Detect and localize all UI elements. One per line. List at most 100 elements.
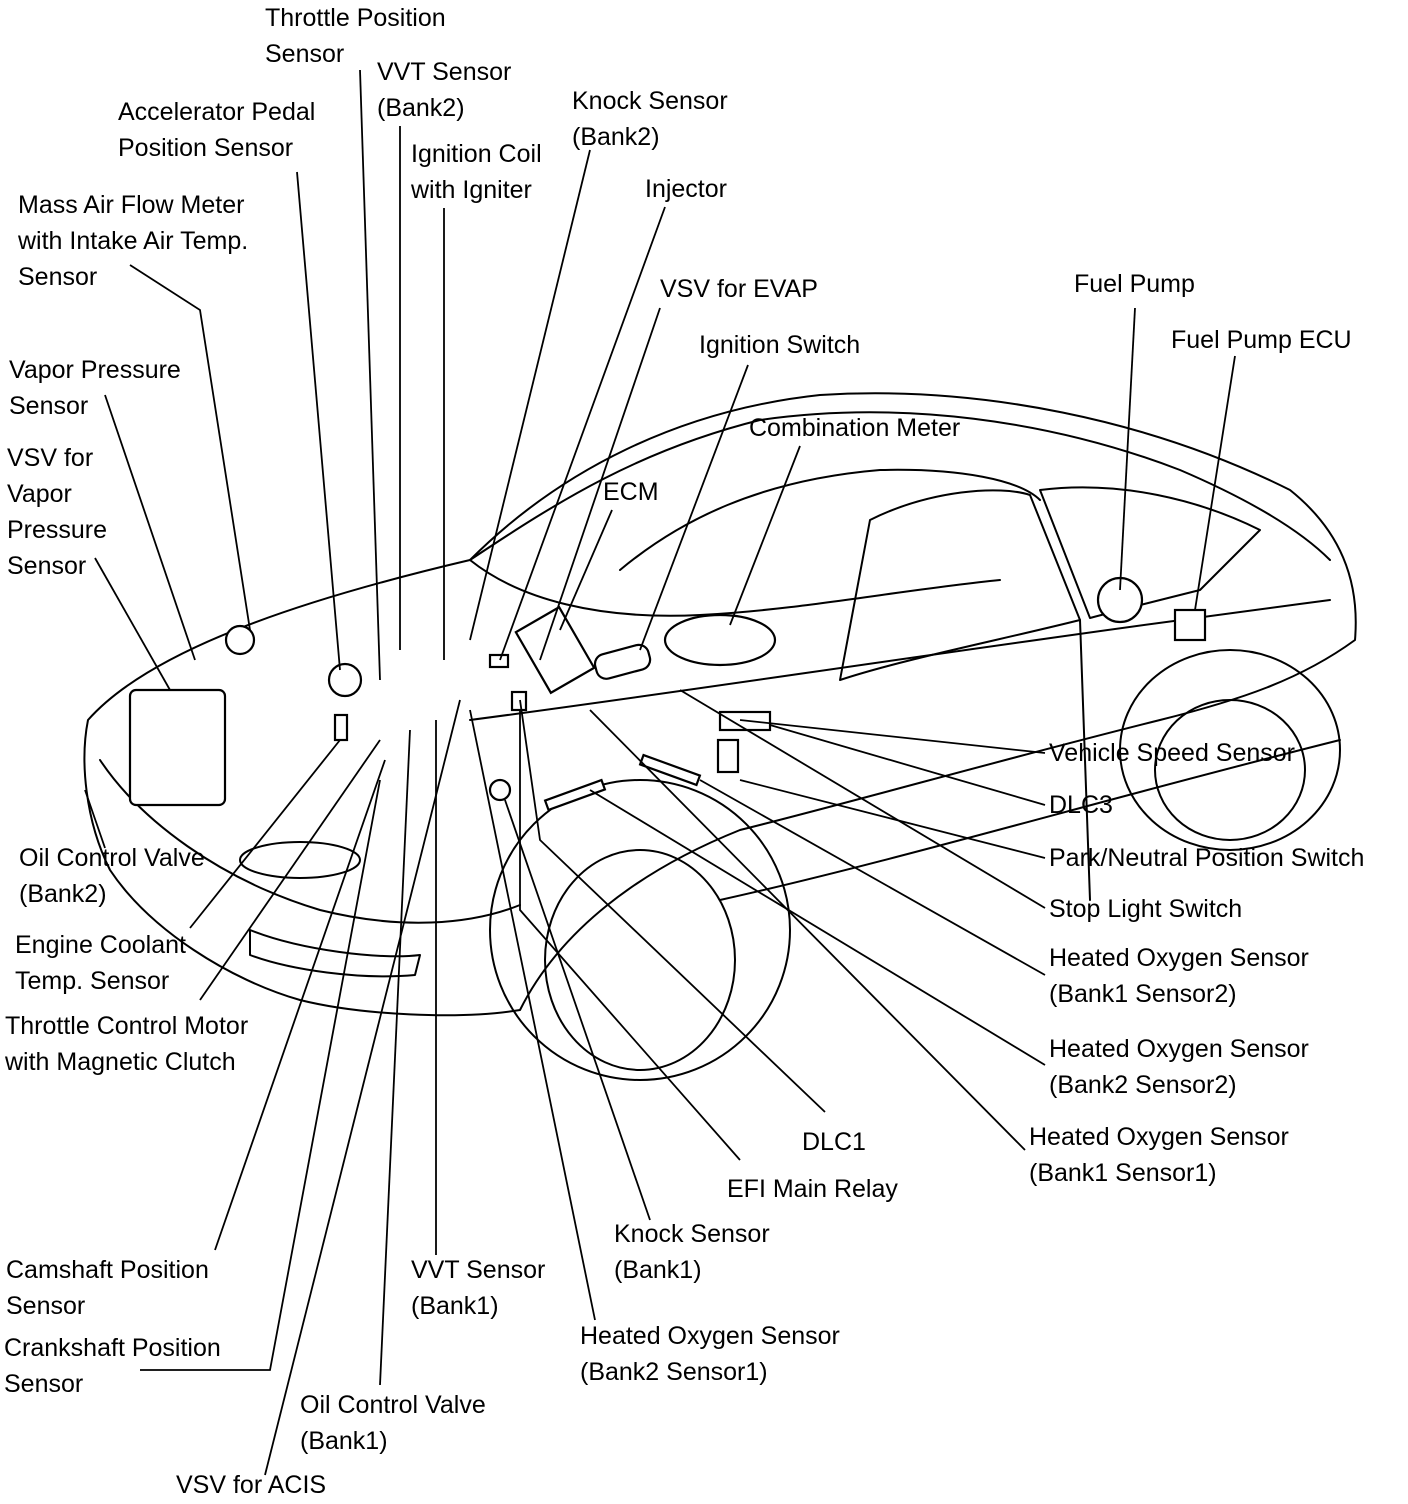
- door-seam: [1079, 619, 1091, 901]
- leader-knock-bank2: [469, 149, 591, 641]
- label-line: VSV for EVAP: [660, 275, 818, 303]
- leader-ignition-switch: [639, 364, 749, 651]
- label-line: Fuel Pump: [1074, 270, 1195, 298]
- door-window: [839, 489, 1081, 681]
- label-line: VSV for: [7, 444, 94, 472]
- leader-throttle-position: [359, 69, 381, 681]
- label-line: (Bank2 Sensor2): [1049, 1071, 1237, 1099]
- leader-ho2-b1s1: [589, 709, 1026, 1151]
- label-combination-meter: Combination Meter: [749, 410, 960, 446]
- label-line: ECM: [603, 478, 659, 506]
- label-ecm: ECM: [603, 474, 659, 510]
- front-bumper: [99, 759, 521, 924]
- label-line: (Bank2): [572, 123, 660, 151]
- label-throttle-control-motor: Throttle Control Motor with Magnetic Clu…: [5, 1008, 248, 1080]
- label-vvt-sensor-bank1: VVT Sensor (Bank1): [411, 1252, 545, 1324]
- label-line: Mass Air Flow Meter: [18, 191, 245, 219]
- leader-ho2-b2s2: [589, 789, 1046, 1066]
- label-line: Oil Control Valve: [300, 1391, 486, 1419]
- label-oil-control-valve-bank2: Oil Control Valve (Bank2): [19, 840, 205, 912]
- leader-fuel-pump-ecu: [1194, 355, 1236, 611]
- label-vvt-sensor-bank2: VVT Sensor (Bank2): [377, 54, 511, 126]
- leader-maf: [129, 264, 251, 631]
- leader-knock-bank1: [504, 799, 651, 1221]
- front-wheel: [544, 849, 736, 1071]
- stop-light-switch-part: [716, 738, 740, 774]
- label-line: Heated Oxygen Sensor: [1049, 1035, 1309, 1063]
- engine-coolant-part: [333, 713, 349, 742]
- vsv-evap-part: [488, 653, 510, 669]
- label-line: Pressure: [7, 516, 108, 544]
- leader-vehicle-speed: [739, 719, 1046, 754]
- leader-vsv-vapor: [94, 557, 171, 691]
- label-line: (Bank2): [19, 880, 107, 908]
- label-mass-air-flow-meter: Mass Air Flow Meter with Intake Air Temp…: [18, 187, 248, 295]
- grille: [249, 929, 421, 978]
- label-dlc3: DLC3: [1049, 787, 1113, 823]
- leader-ecm: [559, 509, 613, 631]
- label-line: Temp. Sensor: [15, 967, 170, 995]
- label-park-neutral-position-switch: Park/Neutral Position Switch: [1049, 840, 1364, 876]
- leader-vsv-acis: [264, 699, 461, 1476]
- hood-line: [469, 559, 1001, 617]
- leader-lines: [84, 69, 1236, 1476]
- front-wheel-arch: [489, 779, 791, 1081]
- leader-combination-meter: [729, 445, 801, 626]
- label-line: VVT Sensor: [411, 1256, 546, 1284]
- label-line: Vehicle Speed Sensor: [1049, 739, 1296, 767]
- leader-engine-coolant: [189, 739, 341, 929]
- leader-fuel-pump: [1119, 307, 1136, 591]
- leader-efi-relay: [519, 710, 741, 1161]
- rear-wheel: [1154, 699, 1306, 841]
- knock-bank1-part: [488, 778, 512, 802]
- label-line: Throttle Position: [265, 4, 446, 32]
- ignition-switch-part: [593, 643, 652, 680]
- label-line: Vapor: [7, 480, 72, 508]
- label-fuel-pump: Fuel Pump: [1074, 266, 1195, 302]
- label-vsv-for-evap: VSV for EVAP: [660, 271, 818, 307]
- label-fuel-pump-ecu: Fuel Pump ECU: [1171, 322, 1352, 358]
- label-line: Heated Oxygen Sensor: [1029, 1123, 1289, 1151]
- leader-vapor-pressure: [104, 394, 196, 661]
- label-line: with Igniter: [411, 176, 532, 204]
- ho2-sensor-part-a: [638, 753, 702, 787]
- rear-window: [1039, 486, 1261, 619]
- rocker-line: [719, 739, 1341, 901]
- label-line: Engine Coolant: [15, 931, 186, 959]
- label-line: (Bank1 Sensor1): [1029, 1159, 1217, 1187]
- label-line: Camshaft Position: [6, 1256, 209, 1284]
- label-dlc1: DLC1: [802, 1124, 866, 1160]
- label-line: Sensor: [9, 392, 89, 420]
- label-line: Ignition Switch: [699, 331, 861, 359]
- label-line: Park/Neutral Position Switch: [1049, 844, 1365, 872]
- label-line: Knock Sensor: [572, 87, 728, 115]
- label-line: Accelerator Pedal: [118, 98, 316, 126]
- leader-vsv-evap: [539, 307, 661, 661]
- car-body: [83, 392, 1357, 1081]
- headlight: [239, 841, 361, 879]
- label-line: (Bank1): [614, 1256, 702, 1284]
- leader-stop-light: [679, 689, 1046, 909]
- label-line: VSV for ACIS: [176, 1471, 327, 1499]
- label-line: Heated Oxygen Sensor: [580, 1322, 840, 1350]
- label-stop-light-switch: Stop Light Switch: [1049, 891, 1242, 927]
- label-line: Vapor Pressure: [9, 356, 181, 384]
- ecm-box: [514, 605, 596, 695]
- label-efi-main-relay: EFI Main Relay: [727, 1171, 898, 1207]
- label-camshaft-position-sensor: Camshaft Position Sensor: [6, 1252, 209, 1324]
- label-line: Position Sensor: [118, 134, 294, 162]
- rear-wheel-arch: [1119, 649, 1341, 851]
- charcoal-canister: [128, 688, 227, 807]
- label-knock-sensor-bank2: Knock Sensor (Bank2): [572, 83, 728, 155]
- label-line: Sensor: [265, 40, 345, 68]
- label-line: DLC1: [802, 1128, 866, 1156]
- label-line: Heated Oxygen Sensor: [1049, 944, 1309, 972]
- roof-line: [469, 411, 1331, 561]
- label-line: (Bank1): [300, 1427, 388, 1455]
- label-line: VVT Sensor: [377, 58, 512, 86]
- maf-part: [224, 624, 256, 656]
- label-engine-coolant-temp-sensor: Engine Coolant Temp. Sensor: [15, 927, 186, 999]
- label-line: Ignition Coil: [411, 140, 542, 168]
- label-crankshaft-position-sensor: Crankshaft Position Sensor: [4, 1330, 221, 1402]
